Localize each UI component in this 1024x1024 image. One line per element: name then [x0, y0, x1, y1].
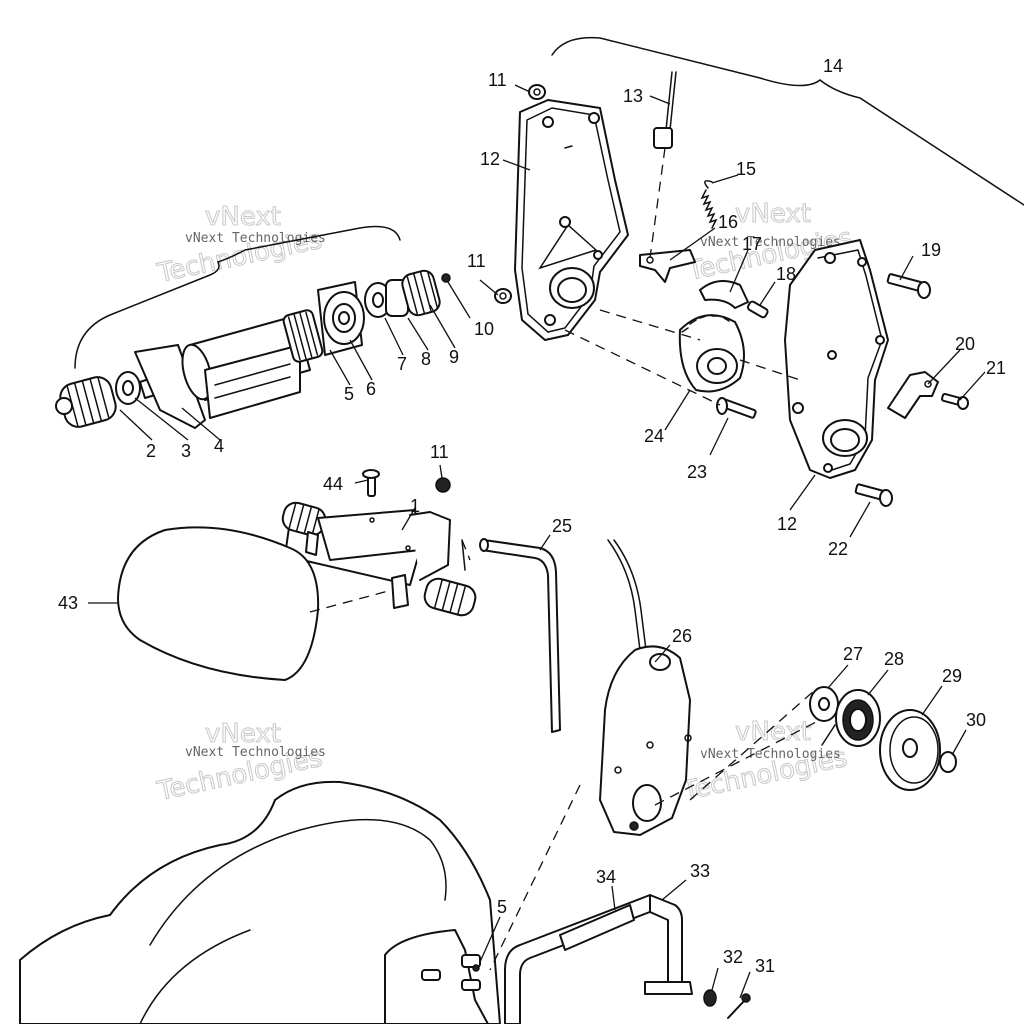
callout-21: 21 [986, 358, 1006, 378]
watermark-line1: vNext [735, 199, 811, 229]
screw-31 [727, 993, 751, 1019]
grip-assembly-left [55, 269, 451, 429]
callout-26: 26 [672, 626, 692, 646]
callout-12-upper: 12 [480, 149, 500, 169]
callout-17: 17 [742, 234, 762, 254]
leader-lines [88, 84, 986, 999]
rod-25 [479, 538, 561, 733]
washer-32 [703, 989, 717, 1007]
cable-end-13 [653, 71, 677, 149]
seat [19, 780, 501, 1024]
spring-15 [700, 180, 718, 229]
callout-30: 30 [966, 710, 986, 730]
callout-11-top: 11 [488, 70, 507, 90]
watermark-line1: vNext [735, 717, 811, 747]
handlebar-1 [281, 501, 477, 617]
callout-27: 27 [843, 644, 863, 664]
callout-19: 19 [921, 240, 941, 260]
callout-6: 6 [366, 379, 376, 399]
callout-11-low: 11 [430, 442, 449, 462]
callout-7: 7 [397, 354, 407, 374]
watermark-caption: vNext Technologies [185, 745, 326, 760]
latch-20 [887, 371, 939, 419]
watermark-mid-right: vNext Technologies vNext Technologies [679, 717, 851, 808]
callout-4: 4 [214, 436, 224, 456]
screw-21 [941, 392, 969, 410]
callout-12-lower: 12 [777, 514, 797, 534]
callout-9: 9 [449, 347, 459, 367]
callout-31: 31 [755, 956, 775, 976]
nut-11-mid [494, 288, 512, 304]
callout-25: 25 [552, 516, 572, 536]
callout-2: 2 [146, 441, 156, 461]
pin-18 [746, 300, 769, 319]
bolt-23 [716, 397, 757, 419]
callout-43: 43 [58, 593, 78, 613]
washer-27 [809, 686, 839, 722]
callout-15: 15 [736, 159, 756, 179]
nut-11-top [528, 84, 546, 100]
watermark-line1: vNext [205, 719, 281, 749]
callout-8: 8 [421, 349, 431, 369]
bolt-19 [886, 273, 931, 299]
callout-22: 22 [828, 539, 848, 559]
watermark-top-left: vNext Technologies vNext Technologies [154, 202, 326, 290]
callout-34: 34 [596, 867, 616, 887]
housing-26 [599, 539, 692, 836]
watermark-caption: vNext Technologies [700, 235, 841, 250]
callout-1: 1 [410, 496, 420, 516]
callout-24: 24 [644, 426, 664, 446]
callout-32: 32 [723, 947, 743, 967]
callout-3: 3 [181, 441, 191, 461]
callout-20: 20 [955, 334, 975, 354]
bolt-44 [362, 469, 380, 497]
callout-33: 33 [690, 861, 710, 881]
callout-5-lower: 5 [497, 897, 507, 917]
callout-5: 5 [344, 384, 354, 404]
nut-30 [939, 751, 957, 773]
cover-12-lower [784, 239, 889, 479]
callout-labels: 2 3 4 5 6 7 8 9 10 11 11 11 12 12 13 14 … [58, 56, 1006, 976]
callout-10: 10 [474, 319, 494, 339]
callout-13: 13 [623, 86, 643, 106]
cover-12-upper [514, 99, 629, 341]
sprocket-24 [678, 314, 745, 393]
watermark-caption: vNext Technologies [185, 231, 326, 246]
bolt-22 [854, 483, 893, 507]
watermark-line1: vNext [205, 202, 281, 232]
bracket-5-lower [384, 929, 489, 1024]
pulley-29 [879, 709, 941, 791]
cam-17 [699, 280, 749, 309]
spring-28 [821, 689, 881, 747]
callout-23: 23 [687, 462, 707, 482]
bar-33 [504, 894, 693, 1024]
alignment-lines [309, 147, 821, 971]
bracket-left [74, 225, 401, 369]
callout-11-mid: 11 [467, 251, 486, 271]
callout-18: 18 [776, 264, 796, 284]
callout-28: 28 [884, 649, 904, 669]
bracket-14 [551, 36, 1024, 206]
callout-14: 14 [823, 56, 843, 76]
callout-29: 29 [942, 666, 962, 686]
callout-44: 44 [323, 474, 343, 494]
callout-16: 16 [718, 212, 738, 232]
watermark-caption: vNext Technologies [700, 747, 841, 762]
nut-11-low [435, 477, 451, 493]
pad-43 [117, 526, 320, 681]
lever-16 [639, 249, 696, 283]
